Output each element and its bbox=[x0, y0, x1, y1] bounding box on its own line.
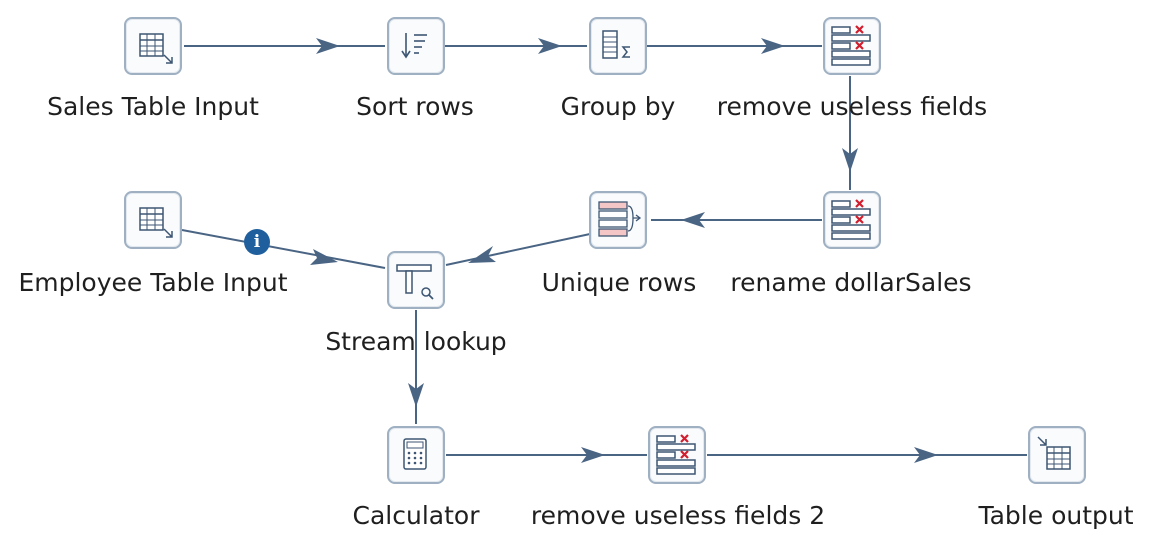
step-rename-dollarsales[interactable] bbox=[823, 191, 881, 249]
hop-arrow bbox=[408, 383, 424, 407]
step-employee-table-input[interactable] bbox=[124, 191, 182, 249]
info-icon[interactable]: i bbox=[244, 229, 270, 255]
unique-rows-icon bbox=[598, 201, 642, 237]
step-sales-table-input[interactable] bbox=[124, 17, 182, 75]
hop-employee-to-lookup[interactable] bbox=[181, 229, 386, 269]
step-label: remove useless fields 2 bbox=[530, 501, 826, 530]
step-table-output[interactable] bbox=[1028, 426, 1086, 484]
step-label: Table output bbox=[978, 501, 1134, 530]
hop-arrow bbox=[681, 212, 705, 228]
hop-arrow bbox=[468, 246, 496, 263]
step-unique-rows[interactable] bbox=[589, 191, 647, 249]
step-remove-useless-fields[interactable] bbox=[823, 17, 881, 75]
step-label: Sales Table Input bbox=[47, 92, 259, 121]
sort-rows-icon bbox=[401, 33, 427, 59]
table-output-icon bbox=[1037, 436, 1071, 470]
calculator-icon bbox=[403, 438, 427, 470]
group-by-icon bbox=[602, 30, 630, 59]
hop-arrow bbox=[538, 38, 562, 54]
hop-arrow bbox=[310, 249, 338, 265]
hop-arrow bbox=[761, 38, 785, 54]
select-values-icon bbox=[831, 199, 871, 240]
hop-arrow bbox=[316, 38, 340, 54]
step-label: remove useless fields bbox=[716, 92, 988, 121]
step-group-by[interactable] bbox=[589, 17, 647, 75]
hop-arrow bbox=[581, 447, 605, 463]
step-label: Unique rows bbox=[541, 268, 697, 297]
step-label: Stream lookup bbox=[325, 327, 507, 356]
table-input-icon bbox=[139, 33, 173, 64]
step-label: Group by bbox=[560, 92, 676, 121]
step-sort-rows[interactable] bbox=[387, 17, 445, 75]
select-values-icon bbox=[831, 25, 871, 66]
step-label: rename dollarSales bbox=[730, 268, 972, 297]
step-label: Sort rows bbox=[356, 92, 474, 121]
step-calculator[interactable] bbox=[387, 426, 445, 484]
select-values-icon bbox=[656, 434, 696, 475]
stream-lookup-icon bbox=[396, 264, 434, 300]
table-input-icon bbox=[139, 207, 173, 238]
hop-arrow bbox=[914, 447, 938, 463]
hop-unique-to-lookup[interactable] bbox=[445, 233, 591, 266]
step-stream-lookup[interactable] bbox=[387, 251, 445, 309]
step-remove-useless-fields-2[interactable] bbox=[648, 426, 706, 484]
step-label: Calculator bbox=[352, 501, 480, 530]
hop-arrow bbox=[842, 148, 858, 172]
step-label: Employee Table Input bbox=[18, 268, 288, 297]
